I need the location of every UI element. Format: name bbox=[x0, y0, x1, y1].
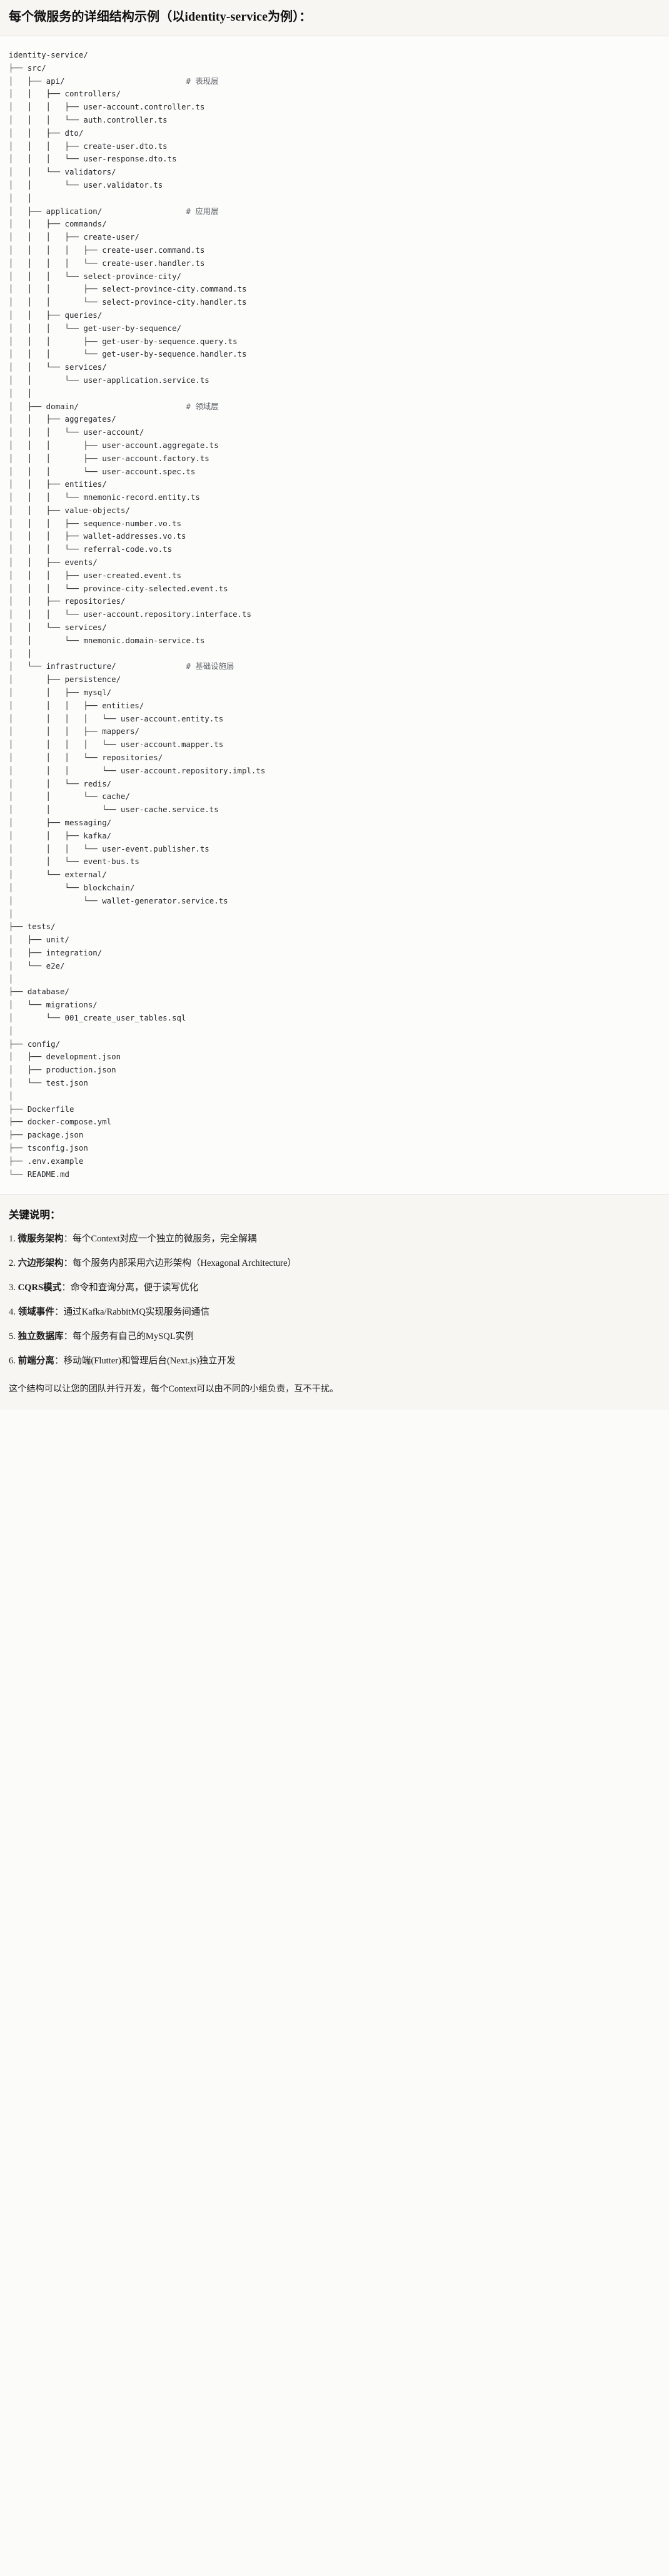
list-item: 微服务架构：每个Context对应一个独立的微服务，完全解耦 bbox=[9, 1233, 660, 1246]
note-desc: ：通过Kafka/RabbitMQ实现服务间通信 bbox=[54, 1307, 210, 1317]
note-term: 独立数据库 bbox=[18, 1331, 64, 1341]
notes-title: 关键说明： bbox=[9, 1209, 61, 1221]
list-item: 六边形架构：每个服务内部采用六边形架构（Hexagonal Architectu… bbox=[9, 1257, 660, 1271]
tree-layer-comment: # 基础设施层 bbox=[186, 661, 234, 671]
note-term: 领域事件 bbox=[18, 1307, 54, 1317]
note-desc: ：移动端(Flutter)和管理后台(Next.js)独立开发 bbox=[54, 1355, 236, 1366]
heading-section: 每个微服务的详细结构示例（以identity-service为例）： bbox=[0, 0, 669, 36]
page-title: 每个微服务的详细结构示例（以identity-service为例）： bbox=[9, 10, 312, 24]
note-term: 六边形架构 bbox=[18, 1258, 64, 1269]
list-item: CQRS模式：命令和查询分离，便于读写优化 bbox=[9, 1281, 660, 1295]
notes-list: 微服务架构：每个Context对应一个独立的微服务，完全解耦 六边形架构：每个服… bbox=[9, 1233, 660, 1368]
list-item: 领域事件：通过Kafka/RabbitMQ实现服务间通信 bbox=[9, 1306, 660, 1320]
note-term: CQRS模式 bbox=[18, 1283, 62, 1293]
note-desc: ：每个Context对应一个独立的微服务，完全解耦 bbox=[63, 1234, 257, 1245]
directory-tree[interactable]: identity-service/ ├── src/ │ ├── api/ # … bbox=[9, 50, 266, 1179]
note-desc: ：命令和查询分离，便于读写优化 bbox=[61, 1283, 199, 1293]
code-block-section: identity-service/ ├── src/ │ ├── api/ # … bbox=[0, 36, 669, 1195]
tree-layer-comment: # 领域层 bbox=[186, 401, 219, 411]
list-item: 独立数据库：每个服务有自己的MySQL实例 bbox=[9, 1330, 660, 1344]
tree-layer-comment: # 应用层 bbox=[186, 206, 219, 216]
note-term: 前端分离 bbox=[18, 1355, 54, 1366]
note-term: 微服务架构 bbox=[18, 1234, 64, 1245]
closing-paragraph: 这个结构可以让您的团队并行开发，每个Context可以由不同的小组负责，互不干扰… bbox=[9, 1383, 339, 1394]
key-notes-section: 关键说明： 微服务架构：每个Context对应一个独立的微服务，完全解耦 六边形… bbox=[0, 1194, 669, 1410]
note-desc: ：每个服务有自己的MySQL实例 bbox=[63, 1331, 194, 1341]
note-desc: ：每个服务内部采用六边形架构（Hexagonal Architecture） bbox=[63, 1258, 297, 1269]
tree-layer-comment: # 表现层 bbox=[186, 76, 219, 86]
list-item: 前端分离：移动端(Flutter)和管理后台(Next.js)独立开发 bbox=[9, 1355, 660, 1368]
